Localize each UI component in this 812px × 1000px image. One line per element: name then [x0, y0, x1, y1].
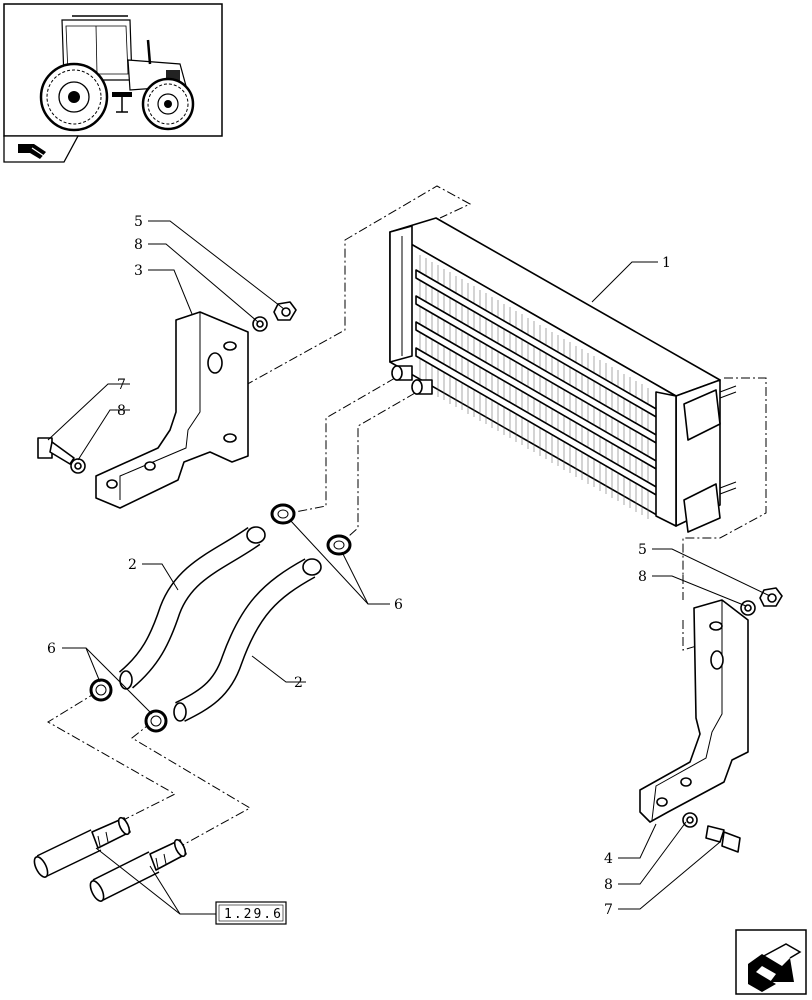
washer-left-top: [252, 316, 268, 332]
radiator-tubes: [415, 269, 659, 497]
radiator-core: [389, 217, 737, 533]
callout-8-left-bottom: 8: [117, 403, 126, 419]
hose-clamp-1: [270, 503, 296, 525]
hose-clamp-2: [326, 534, 352, 556]
hose-clamp-3: [89, 678, 113, 702]
callout-7-right: 7: [604, 902, 613, 918]
callout-6-left: 6: [47, 641, 56, 657]
hose-clamp-4: [144, 709, 168, 733]
callout-5-left: 5: [134, 214, 143, 230]
screw-left: [37, 437, 75, 465]
callout-5-right: 5: [638, 542, 647, 558]
callout-3: 3: [134, 263, 143, 279]
callouts: 5 8 3 1 7 8 2 6 6 2 5 8 4 8 7: [47, 214, 671, 918]
pipe-end-right: [89, 838, 187, 902]
nut-left: [273, 301, 297, 321]
callout-8-left-top: 8: [134, 237, 143, 253]
forward-arrow-icon[interactable]: [735, 929, 807, 995]
reference-box-label: 1.29.6: [224, 907, 283, 922]
leader-lines: [47, 220, 771, 915]
callout-2-lower: 2: [294, 675, 303, 691]
right-bracket: [639, 599, 749, 823]
callout-2-upper: 2: [128, 557, 137, 573]
washer-left-bottom: [70, 458, 86, 474]
washer-right-top: [740, 600, 756, 616]
hose-upper: [118, 526, 266, 690]
hose-lower: [173, 558, 322, 722]
nut-right: [759, 587, 783, 607]
callout-7-left: 7: [117, 377, 126, 393]
pipe-end-left: [33, 816, 131, 878]
washer-right-bottom: [682, 812, 698, 828]
tractor-thumbnail-icon: [3, 3, 223, 163]
callout-8-right-top: 8: [638, 569, 647, 585]
back-arrow-icon[interactable]: [18, 144, 46, 159]
left-bracket: [95, 311, 249, 509]
screw-right: [705, 825, 741, 853]
callout-4: 4: [604, 851, 613, 867]
callout-8-right-bottom: 8: [604, 877, 613, 893]
callout-6-right: 6: [394, 597, 403, 613]
reference-box[interactable]: 1.29.6: [215, 901, 287, 925]
callout-1: 1: [662, 255, 671, 271]
